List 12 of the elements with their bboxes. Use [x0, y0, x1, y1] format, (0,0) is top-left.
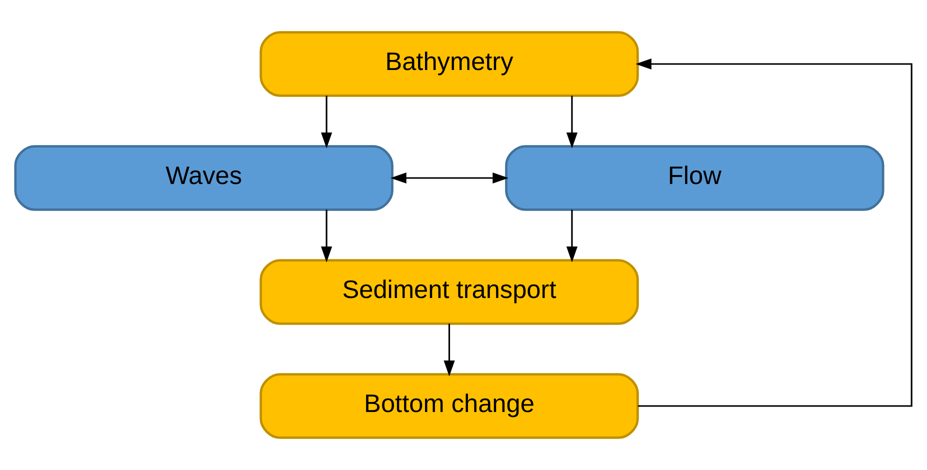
arrow [566, 96, 578, 148]
node-box: Sediment transport [260, 259, 639, 325]
node-box: Flow [505, 145, 884, 211]
arrow [444, 324, 455, 376]
node-box: Waves [14, 145, 394, 211]
arrow [566, 210, 578, 262]
arrow [321, 96, 332, 148]
arrow [390, 172, 508, 184]
arrow [636, 58, 912, 407]
arrow [321, 210, 332, 262]
node-box: Bathymetry [260, 31, 639, 97]
node-box: Bottom change [260, 373, 639, 439]
